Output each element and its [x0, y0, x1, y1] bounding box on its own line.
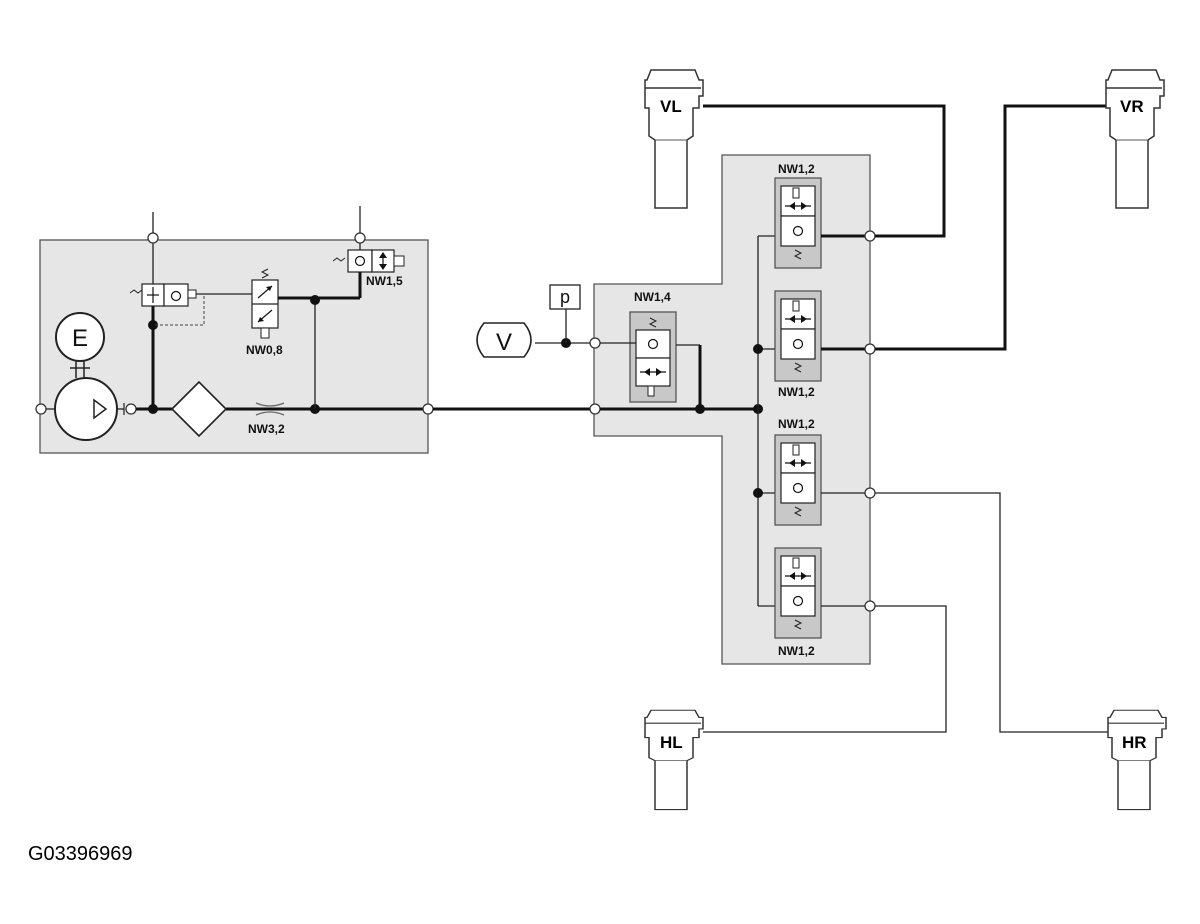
strut-front-right-label: VR [1120, 97, 1144, 116]
reservoir-valve [629, 311, 677, 403]
strut-valve-vl [774, 177, 822, 269]
strut-front-left-label: VL [660, 97, 682, 116]
strut-rear-left-label: HL [660, 733, 683, 752]
strut-rear-right-label: HR [1122, 733, 1147, 752]
motor-label: E [72, 325, 88, 352]
check-valve-block [129, 283, 205, 326]
line-to-vr [875, 104, 1108, 351]
strut-front-right [1105, 69, 1165, 209]
reservoir-label: V [496, 329, 512, 356]
line-to-vl [703, 104, 946, 238]
strut-rear-left [644, 709, 704, 811]
exhaust-solenoid-valve [332, 249, 405, 273]
line-to-hr [875, 492, 1110, 733]
compressor-symbol [54, 377, 118, 441]
strut-valve-vr-label: NW1,2 [778, 385, 815, 399]
strut-valve-hr-label: NW1,2 [778, 417, 815, 431]
line-to-hl [703, 605, 947, 733]
pressure-limiting-valve [251, 268, 279, 339]
strut-valve-vl-label: NW1,2 [778, 162, 815, 176]
pressure-limiting-valve-label: NW0,8 [246, 343, 283, 357]
strut-valve-hl-label: NW1,2 [778, 644, 815, 658]
reservoir-symbol [476, 322, 532, 358]
motor-symbol [55, 312, 105, 362]
pressure-sensor-symbol [549, 284, 581, 310]
throttle-label: NW3,2 [248, 422, 285, 436]
figure-id: G03396969 [28, 843, 133, 865]
strut-valve-vr [774, 290, 822, 382]
strut-rear-right [1107, 709, 1167, 811]
strut-valve-hl [774, 547, 822, 639]
throttle-symbol [255, 402, 285, 416]
exhaust-valve-label: NW1,5 [366, 274, 403, 288]
strut-front-left [644, 69, 704, 209]
reservoir-valve-label: NW1,4 [634, 290, 671, 304]
strut-valve-hr [774, 434, 822, 526]
pressure-sensor-label: p [560, 287, 570, 307]
